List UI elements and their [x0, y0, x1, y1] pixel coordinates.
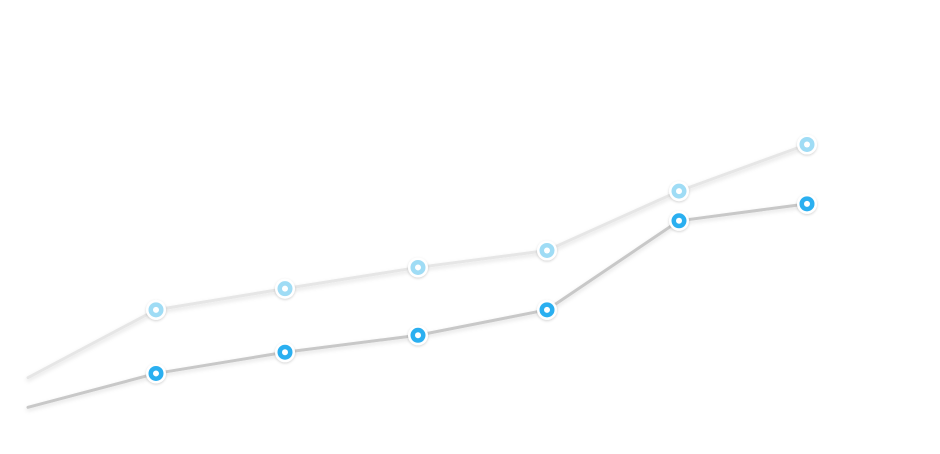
point-center: [804, 141, 810, 148]
point-center: [282, 349, 288, 356]
point-center: [804, 200, 810, 207]
point-center: [676, 217, 682, 224]
series-1-point-1[interactable]: [146, 299, 166, 320]
series-1-point-3[interactable]: [408, 257, 428, 278]
point-center: [415, 264, 421, 271]
series-2-point-6[interactable]: [797, 193, 817, 214]
series-1: [26, 134, 817, 380]
series-2-line: [26, 202, 809, 409]
series-2-point-5[interactable]: [669, 210, 689, 231]
point-center: [676, 188, 682, 195]
series-1-point-2[interactable]: [275, 278, 295, 299]
series-2-point-4[interactable]: [537, 299, 557, 320]
series-2-point-3[interactable]: [408, 325, 428, 346]
point-center: [415, 332, 421, 339]
point-center: [544, 247, 550, 254]
point-center: [282, 285, 288, 292]
series-1-point-5[interactable]: [669, 181, 689, 202]
series-2-point-2[interactable]: [275, 342, 295, 363]
series-2-point-1[interactable]: [146, 363, 166, 384]
series-2: [26, 193, 817, 409]
point-center: [153, 370, 159, 377]
series-1-point-6[interactable]: [797, 134, 817, 155]
point-center: [153, 306, 159, 313]
series-layer: [26, 134, 817, 409]
point-center: [544, 306, 550, 313]
series-1-point-4[interactable]: [537, 240, 557, 261]
